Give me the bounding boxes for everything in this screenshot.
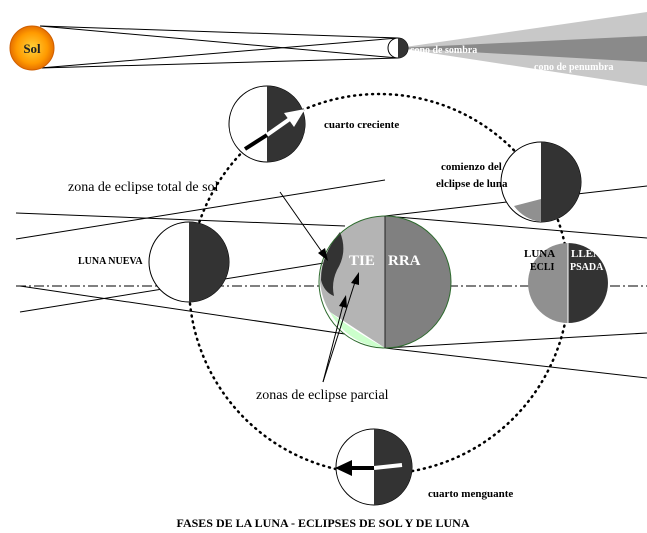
full-moon-eclipsed	[528, 243, 608, 323]
new-moon-label: LUNA NUEVA	[78, 256, 143, 267]
diagram-caption: FASES DE LA LUNA - ECLIPSES DE SOL Y DE …	[177, 516, 470, 530]
small-moon	[387, 37, 409, 59]
full-moon-label-2a: ECLI	[530, 262, 555, 273]
new-moon	[148, 221, 230, 303]
sun: Sol	[9, 25, 55, 71]
sun-moon-rays	[39, 25, 399, 69]
last-quarter-moon	[335, 428, 413, 506]
earth	[318, 215, 452, 349]
earth-label-right: RRA	[388, 253, 421, 269]
full-moon-label-1b: LLENA	[571, 248, 609, 260]
lunar-eclipse-start-label-1: comienzo del	[441, 161, 502, 173]
sun-disc	[9, 25, 55, 71]
partial-eclipse-pointers	[322, 272, 359, 383]
lunar-eclipse-start-moon	[500, 141, 582, 223]
partial-eclipse-zones-label: zonas de eclipse parcial	[256, 388, 389, 403]
lunar-eclipse-start-label-2: elclipse de luna	[436, 178, 508, 190]
umbra-cone-label: cono de sombra	[410, 45, 477, 56]
penumbra-cone-label: cono de penumbra	[534, 62, 613, 73]
umbra-cone	[398, 36, 647, 62]
earth-label-left: TIE	[349, 253, 375, 269]
first-quarter-label: cuarto creciente	[324, 119, 399, 131]
sun-earth-rays	[15, 179, 386, 335]
full-moon-label-2b: PSADA	[570, 262, 604, 273]
first-quarter-moon	[228, 85, 306, 163]
sun-label: Sol	[23, 41, 41, 56]
last-quarter-label: cuarto menguante	[428, 488, 513, 500]
full-moon-label-1a: LUNA	[524, 248, 555, 260]
total-eclipse-pointer	[279, 191, 328, 261]
total-eclipse-zone-label: zona de eclipse total de sol	[68, 180, 219, 195]
earth-shadow-rays	[384, 185, 647, 379]
